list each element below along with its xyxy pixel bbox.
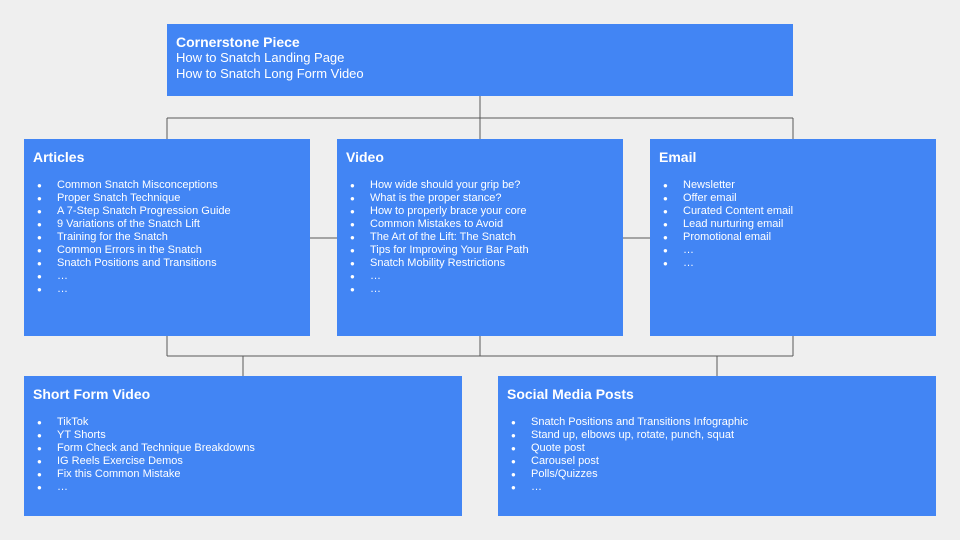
articles-box: Articles Common Snatch Misconceptions Pr… bbox=[24, 139, 310, 336]
list-item: How to properly brace your core bbox=[346, 205, 614, 218]
list-item: Snatch Mobility Restrictions bbox=[346, 257, 614, 270]
list-item: How wide should your grip be? bbox=[346, 179, 614, 192]
list-item: YT Shorts bbox=[33, 429, 453, 442]
list-item: Polls/Quizzes bbox=[507, 468, 927, 481]
email-box: Email Newsletter Offer email Curated Con… bbox=[650, 139, 936, 336]
list-item: Common Errors in the Snatch bbox=[33, 244, 301, 257]
video-title: Video bbox=[346, 149, 384, 165]
list-item: Tips for Improving Your Bar Path bbox=[346, 244, 614, 257]
social-list: Snatch Positions and Transitions Infogra… bbox=[507, 416, 927, 494]
list-item: … bbox=[659, 244, 927, 257]
list-item: Training for the Snatch bbox=[33, 231, 301, 244]
list-item: Snatch Positions and Transitions Infogra… bbox=[507, 416, 927, 429]
list-item: IG Reels Exercise Demos bbox=[33, 455, 453, 468]
short-form-list: TikTok YT Shorts Form Check and Techniqu… bbox=[33, 416, 453, 494]
list-item: … bbox=[33, 283, 301, 296]
list-item: What is the proper stance? bbox=[346, 192, 614, 205]
list-item: Common Mistakes to Avoid bbox=[346, 218, 614, 231]
video-box: Video How wide should your grip be? What… bbox=[337, 139, 623, 336]
email-list: Newsletter Offer email Curated Content e… bbox=[659, 179, 927, 270]
video-list: How wide should your grip be? What is th… bbox=[346, 179, 614, 296]
list-item: 9 Variations of the Snatch Lift bbox=[33, 218, 301, 231]
list-item: Snatch Positions and Transitions bbox=[33, 257, 301, 270]
list-item: … bbox=[346, 270, 614, 283]
list-item: Form Check and Technique Breakdowns bbox=[33, 442, 453, 455]
social-title: Social Media Posts bbox=[507, 386, 634, 402]
cornerstone-box: Cornerstone Piece How to Snatch Landing … bbox=[167, 24, 793, 96]
list-item: Lead nurturing email bbox=[659, 218, 927, 231]
articles-title: Articles bbox=[33, 149, 85, 165]
list-item: Newsletter bbox=[659, 179, 927, 192]
list-item: A 7-Step Snatch Progression Guide bbox=[33, 205, 301, 218]
list-item: … bbox=[33, 481, 453, 494]
cornerstone-title: Cornerstone Piece bbox=[176, 34, 300, 50]
list-item: … bbox=[659, 257, 927, 270]
list-item: Offer email bbox=[659, 192, 927, 205]
list-item: … bbox=[507, 481, 927, 494]
articles-list: Common Snatch Misconceptions Proper Snat… bbox=[33, 179, 301, 296]
list-item: … bbox=[33, 270, 301, 283]
list-item: Proper Snatch Technique bbox=[33, 192, 301, 205]
list-item: Quote post bbox=[507, 442, 927, 455]
email-title: Email bbox=[659, 149, 697, 165]
list-item: The Art of the Lift: The Snatch bbox=[346, 231, 614, 244]
list-item: … bbox=[346, 283, 614, 296]
list-item: Promotional email bbox=[659, 231, 927, 244]
cornerstone-line: How to Snatch Long Form Video bbox=[176, 66, 364, 81]
list-item: Common Snatch Misconceptions bbox=[33, 179, 301, 192]
short-form-title: Short Form Video bbox=[33, 386, 151, 402]
list-item: TikTok bbox=[33, 416, 453, 429]
list-item: Curated Content email bbox=[659, 205, 927, 218]
list-item: Carousel post bbox=[507, 455, 927, 468]
list-item: Stand up, elbows up, rotate, punch, squa… bbox=[507, 429, 927, 442]
cornerstone-line: How to Snatch Landing Page bbox=[176, 50, 345, 65]
short-form-video-box: Short Form Video TikTok YT Shorts Form C… bbox=[24, 376, 462, 516]
social-media-posts-box: Social Media Posts Snatch Positions and … bbox=[498, 376, 936, 516]
list-item: Fix this Common Mistake bbox=[33, 468, 453, 481]
